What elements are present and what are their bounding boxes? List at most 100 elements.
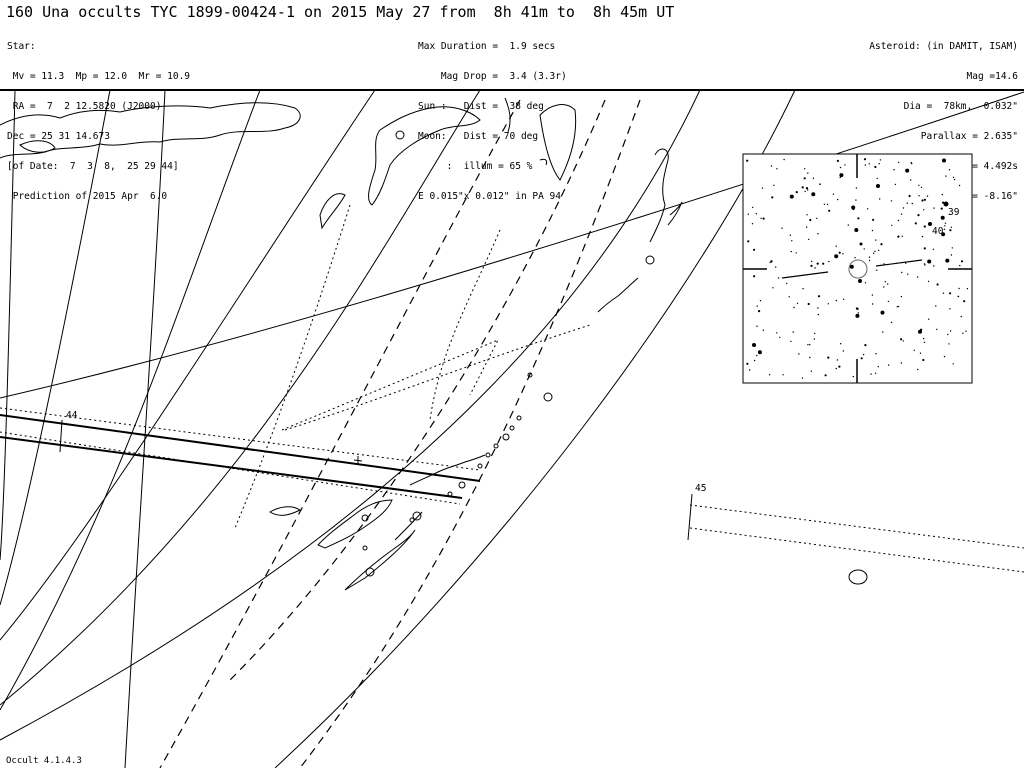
star-dot xyxy=(918,195,920,197)
dotted-line xyxy=(281,339,500,431)
star-dot xyxy=(942,292,945,294)
dashed-line xyxy=(159,99,521,768)
grid-line xyxy=(0,89,701,741)
site-marker xyxy=(485,452,491,458)
star-dot xyxy=(776,332,778,334)
star-dot xyxy=(879,198,881,200)
star-dot xyxy=(816,262,819,265)
coastline xyxy=(19,140,56,153)
star-dot xyxy=(776,168,778,170)
bright-star xyxy=(752,343,756,347)
star-dot xyxy=(813,338,816,340)
star-dot xyxy=(828,209,831,212)
star-dot xyxy=(760,217,762,219)
star-dot xyxy=(948,213,951,215)
star-dot xyxy=(965,330,967,332)
star-dot xyxy=(854,257,856,259)
star-dot xyxy=(887,364,890,366)
star-dot xyxy=(868,163,870,165)
site-marker xyxy=(509,425,515,431)
star-dot xyxy=(803,177,806,180)
asteroid-info-line: Mag =14.6 xyxy=(966,71,1018,82)
star-dot xyxy=(789,234,792,236)
star-dot xyxy=(864,344,867,347)
star-dot xyxy=(790,250,792,253)
star-dot xyxy=(791,240,793,242)
star-dot xyxy=(855,187,858,189)
star-dot xyxy=(756,354,758,357)
star-dot xyxy=(864,282,867,284)
star-dot xyxy=(901,235,903,237)
star-dot xyxy=(757,350,762,355)
star-dot xyxy=(762,217,765,220)
star-dot xyxy=(770,165,773,167)
star-dot xyxy=(789,194,794,199)
grid-line xyxy=(0,89,481,706)
dashed-line xyxy=(299,99,641,768)
star-dot xyxy=(941,193,943,196)
star-label-40: 40 xyxy=(932,226,944,237)
star-dot xyxy=(847,224,849,226)
star-dot xyxy=(793,306,795,309)
star-dot xyxy=(807,302,810,306)
bright-star xyxy=(943,201,949,207)
star-dot xyxy=(871,294,874,296)
star-dot xyxy=(835,245,837,247)
star-dot xyxy=(960,260,964,263)
star-dot xyxy=(749,369,751,371)
star-dot xyxy=(907,273,909,275)
star-dot xyxy=(773,184,775,186)
star-dot xyxy=(810,264,813,267)
star-dot xyxy=(809,218,812,222)
coastline xyxy=(539,158,548,166)
star-dot xyxy=(875,353,877,355)
star-dot xyxy=(863,158,867,161)
star-dot xyxy=(872,218,875,221)
star-dot xyxy=(753,359,756,362)
star-dot xyxy=(751,223,754,225)
star-dot xyxy=(927,259,932,264)
star-dot xyxy=(923,263,926,265)
star-dot xyxy=(827,303,829,305)
event-info-line: Mag Drop = 3.4 (3.3r) xyxy=(418,71,567,82)
star-field xyxy=(746,158,969,379)
star-dot xyxy=(940,215,945,220)
star-dot xyxy=(836,159,840,162)
site-marker xyxy=(502,433,510,441)
star-dot xyxy=(918,184,920,187)
star-dot xyxy=(819,183,821,185)
star-dot xyxy=(877,366,879,368)
star-dot xyxy=(801,186,804,189)
dotted-line xyxy=(689,527,1024,573)
star-dot xyxy=(876,269,878,271)
event-info-block: Max Duration = 1.9 secs Mag Drop = 3.4 (… xyxy=(418,22,567,222)
star-dot xyxy=(753,275,756,278)
star-dot xyxy=(960,315,962,318)
star-dot xyxy=(837,198,839,201)
site-marker xyxy=(395,130,405,140)
site-marker xyxy=(365,567,375,577)
star-dot xyxy=(817,307,819,309)
site-marker xyxy=(543,392,553,402)
site-marker xyxy=(477,463,483,469)
star-dot xyxy=(817,233,819,235)
star-dot xyxy=(854,228,859,232)
site-marker xyxy=(412,511,422,521)
event-info-line: Max Duration = 1.9 secs xyxy=(418,41,556,52)
star-dot xyxy=(870,373,872,375)
star-dot xyxy=(795,191,798,194)
star-dot xyxy=(834,254,839,259)
star-dot xyxy=(809,356,811,359)
grid-line xyxy=(274,89,796,768)
star-dot xyxy=(917,214,920,217)
star-info-line: Mv = 11.3 Mp = 12.0 Mr = 10.9 xyxy=(7,71,191,82)
site-marker xyxy=(645,255,655,265)
star-dot xyxy=(924,264,926,266)
star-dot xyxy=(839,176,841,179)
star-dot xyxy=(777,277,780,279)
star-dot xyxy=(805,226,808,228)
coastline xyxy=(344,529,416,591)
star-label-39: 39 xyxy=(948,207,960,218)
coastline xyxy=(394,511,423,541)
star-dot xyxy=(921,235,924,238)
